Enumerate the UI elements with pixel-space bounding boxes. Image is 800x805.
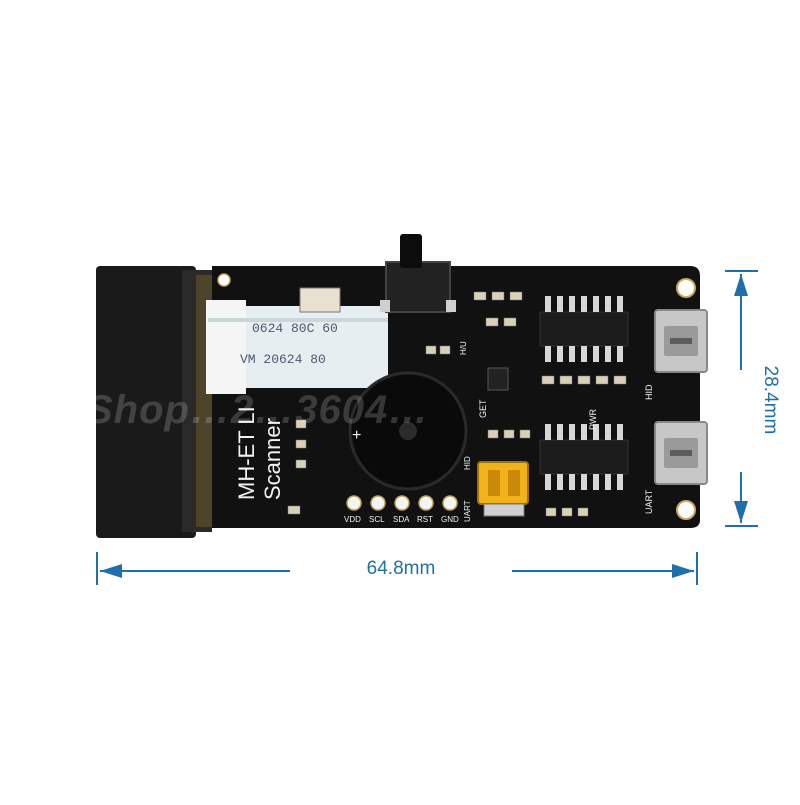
micro-usb-port-uart (654, 421, 708, 485)
width-dimension-label: 64.8mm (366, 558, 436, 579)
cable-print-2: VM 20624 80 (240, 352, 326, 367)
mode-jumper (477, 461, 529, 505)
port-label-uart: UART (644, 489, 654, 514)
port-label-hid: HID (644, 384, 654, 400)
pin-pads (346, 495, 458, 511)
ic-chip-1 (539, 311, 629, 347)
tactile-button (385, 261, 451, 313)
mode-label-hid: HID (463, 456, 472, 470)
pin-label-rst: RST (417, 515, 433, 524)
mounting-hole (676, 500, 696, 520)
pin-label-scl: SCL (369, 515, 385, 524)
scan-engine-module (96, 266, 196, 538)
watermark: Shop…2…3604… (86, 388, 430, 432)
svg-text:+: + (352, 427, 361, 444)
height-dimension-label: 28.4mm (760, 365, 781, 435)
fpc-connector (299, 287, 341, 313)
micro-usb-port-hid (654, 309, 708, 373)
pin-label-vdd: VDD (344, 515, 361, 524)
height-dimension-lines (725, 270, 758, 527)
pin-label-gnd: GND (441, 515, 459, 524)
silk-title-2: Scanner (260, 418, 285, 500)
jumper-label: H/U (459, 341, 468, 355)
silk-title-1: MH-ET LI (234, 406, 259, 500)
mode-label-uart: UART (463, 500, 472, 522)
width-dimension-lines (96, 552, 698, 585)
status-label-pwr: PWR (588, 409, 598, 430)
status-label-get: GET (478, 399, 488, 418)
pin-label-sda: SDA (393, 515, 410, 524)
mounting-hole (676, 278, 696, 298)
cable-print-1: 0624 80C 60 (252, 321, 338, 336)
ic-chip-2 (539, 439, 629, 475)
